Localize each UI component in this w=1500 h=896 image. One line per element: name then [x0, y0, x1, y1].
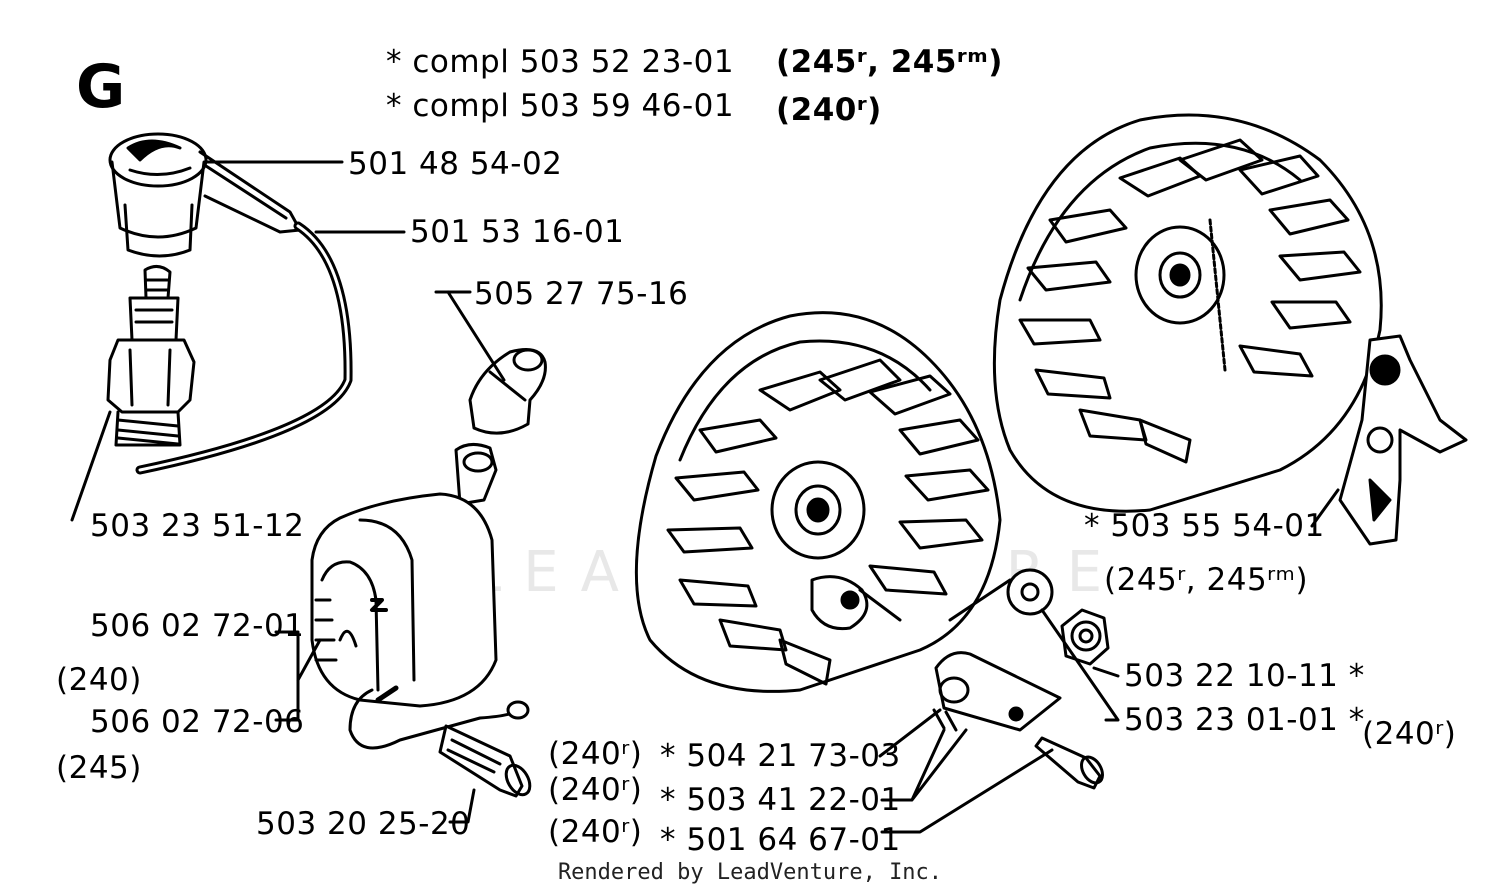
header-models-line-1: (245ʳ, 245ʳᵐ)	[776, 44, 1003, 80]
leader-module	[274, 630, 322, 722]
label-spring-240-part: * 503 41 22-01	[660, 782, 901, 818]
label-pawl: * 503 55 54-01	[1084, 508, 1325, 544]
ignition-module-drawing	[310, 443, 530, 750]
label-module-245-model: (245)	[56, 750, 142, 786]
pawl-drawing	[1338, 334, 1468, 546]
footer-credit: Rendered by LeadVenture, Inc.	[557, 860, 943, 885]
nut-drawing	[1060, 608, 1110, 666]
leader-module-screw	[448, 788, 476, 824]
label-boot: 505 27 75-16	[474, 276, 689, 312]
label-washer: 503 23 01-01 *	[1124, 702, 1365, 738]
label-module-240-part: 506 02 72-01	[90, 608, 305, 644]
leader-spring-240	[880, 728, 968, 802]
label-screw-240-model: (240ʳ)	[548, 814, 643, 850]
spark-plug-cap-drawing	[108, 132, 302, 258]
label-spring-240-model: (240ʳ)	[548, 772, 643, 808]
ignition-cable-drawing	[135, 221, 353, 475]
section-letter: G	[76, 52, 126, 122]
leader-pawl	[1310, 488, 1340, 528]
label-module-screw: 503 20 25-20	[256, 806, 471, 842]
label-pawl-240-model: (240ʳ)	[548, 736, 643, 772]
label-cable: 501 53 16-01	[410, 214, 625, 250]
leader-washer	[1040, 608, 1120, 722]
label-nut: 503 22 10-11 *	[1124, 658, 1365, 694]
header-part-line-2: * compl 503 59 46-01	[386, 88, 735, 124]
cable-boot-drawing	[468, 348, 547, 435]
label-washer-model: (240ʳ)	[1362, 716, 1457, 752]
label-spark-plug: 503 23 51-12	[90, 508, 305, 544]
spark-plug-drawing	[106, 265, 196, 447]
header-part-line-1: * compl 503 52 23-01	[386, 44, 735, 80]
flywheel-front-drawing	[634, 311, 1002, 693]
label-pawl-240-part: * 504 21 73-03	[660, 738, 901, 774]
label-module-240-model: (240)	[56, 662, 142, 698]
leader-flywheel	[948, 578, 1012, 622]
leader-pawl-240	[878, 708, 942, 758]
washer-drawing	[1006, 568, 1054, 616]
label-module-245-part: 506 02 72-06	[90, 704, 305, 740]
flywheel-rear-drawing	[992, 113, 1383, 513]
leader-spark-plug	[70, 410, 112, 522]
label-pawl-models: (245ʳ, 245ʳᵐ)	[1104, 562, 1309, 598]
pawl-240-drawing	[932, 651, 1062, 732]
leader-screw-240	[880, 748, 1054, 834]
label-screw-240-part: * 501 64 67-01	[660, 822, 901, 858]
leader-boot	[434, 290, 506, 382]
label-plug-cap: 501 48 54-02	[348, 146, 563, 182]
header-models-line-2: (240ʳ)	[776, 92, 882, 128]
screw-240-drawing	[1034, 736, 1104, 790]
leader-nut	[1092, 666, 1120, 678]
module-screw-drawing	[438, 724, 532, 798]
